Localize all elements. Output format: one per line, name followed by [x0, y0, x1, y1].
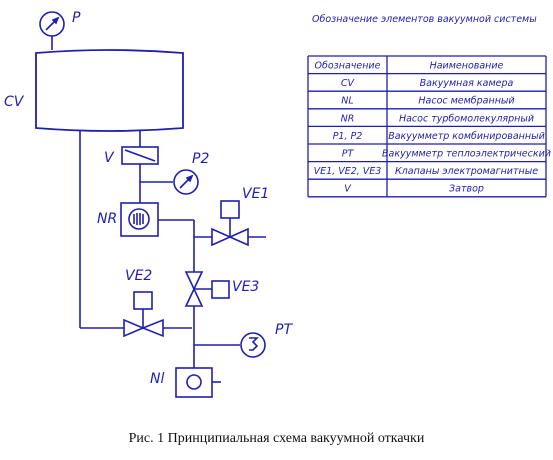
- gate-valve-v: [121, 146, 159, 165]
- label-cv: CV: [4, 94, 25, 110]
- valve-ve2: [123, 291, 164, 338]
- legend-row-name: Вакуумная камера: [420, 78, 514, 89]
- legend-header-name: Наименование: [430, 61, 504, 72]
- legend-row-code: P1, P2: [333, 131, 363, 142]
- vacuum-chamber-cv: [35, 49, 184, 132]
- legend-row-code: NL: [341, 96, 353, 107]
- legend-row-code: PT: [342, 149, 355, 160]
- pipelines: [79, 130, 266, 368]
- label-ve1: VE1: [242, 186, 269, 202]
- valve-ve1: [211, 200, 249, 247]
- legend-row-name: Насос мембранный: [418, 96, 514, 107]
- label-ve2: VE2: [125, 268, 152, 284]
- legend-row-code: CV: [341, 78, 356, 89]
- membrane-pump-nl: [175, 367, 221, 398]
- gauge-p: [39, 11, 65, 50]
- legend-row-name: Насос турбомолекулярный: [399, 113, 534, 124]
- legend-row-code: VE1, VE2, VE3: [314, 166, 382, 177]
- legend-header-code: Обозначение: [315, 61, 381, 72]
- gauge-p2: [173, 169, 199, 195]
- legend-row-name: Затвор: [449, 184, 484, 195]
- label-nl: Nl: [150, 371, 164, 387]
- label-pt: PT: [275, 322, 293, 338]
- legend-row-code: NR: [341, 113, 355, 124]
- turbo-pump-nr: [120, 202, 159, 237]
- legend-title: Обозначение элементов вакуумной системы: [312, 14, 537, 25]
- legend-row-name: Вакуумметр теплоэлектрический: [382, 149, 551, 160]
- legend-row-code: V: [344, 184, 352, 195]
- label-v: V: [104, 150, 115, 166]
- legend-row-name: Клапаны электромагнитные: [395, 166, 538, 177]
- gauge-pt: [240, 332, 266, 358]
- label-p2: P2: [192, 151, 209, 167]
- label-ve3: VE3: [232, 279, 259, 295]
- figure-caption: Рис. 1 Принципиальная схема вакуумной от…: [128, 431, 425, 446]
- legend-row-name: Вакуумметр комбинированный: [388, 131, 545, 142]
- label-p: P: [72, 10, 81, 26]
- label-nr: NR: [97, 211, 117, 227]
- valve-ve3: [184, 271, 230, 307]
